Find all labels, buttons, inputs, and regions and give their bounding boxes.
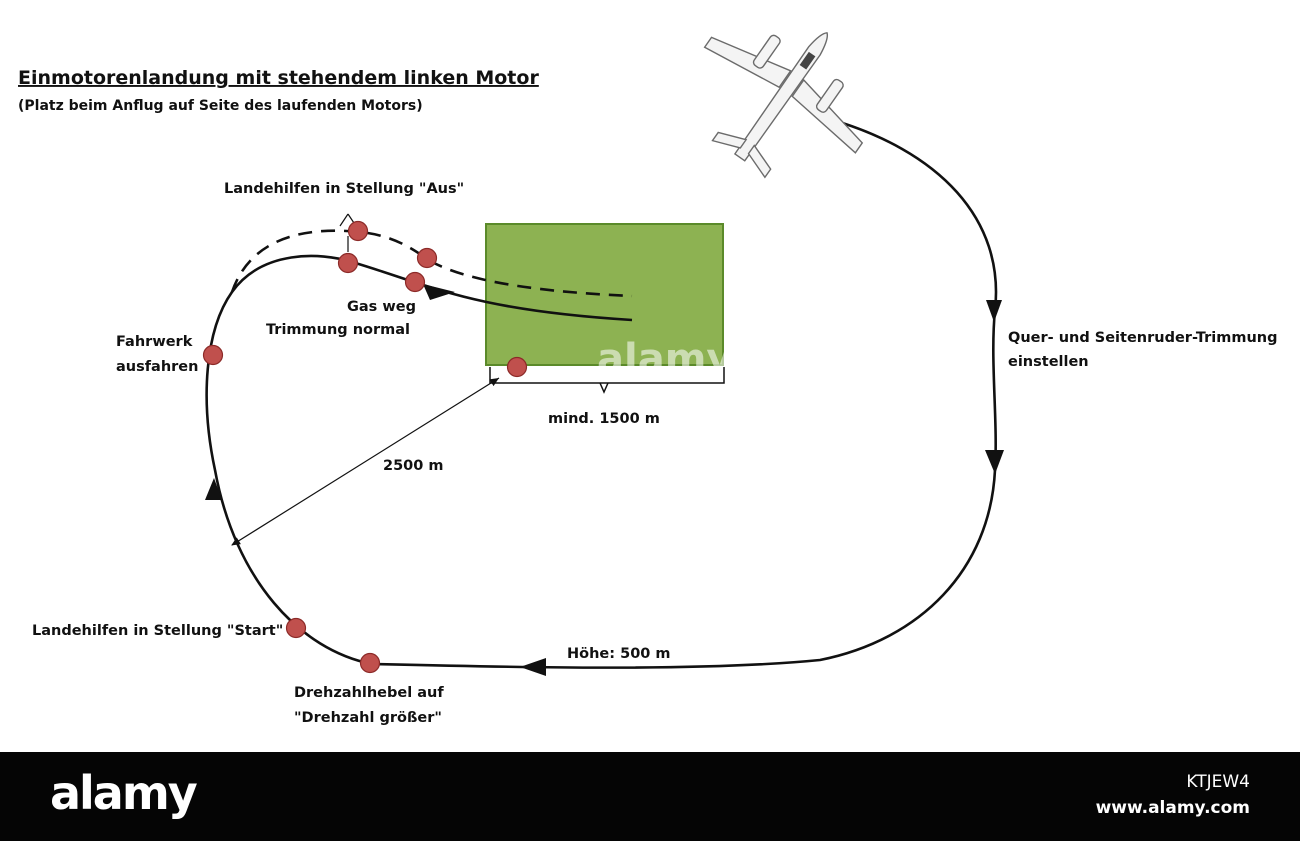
distance-arrow [231,377,500,546]
marker-drehzahl [359,652,381,674]
label-landehilfen-start: Landehilfen in Stellung "Start" [32,623,283,639]
runway-length-bracket [489,367,725,384]
airfield [485,223,724,366]
marker-gas-1 [337,252,359,274]
label-ausfahren: ausfahren [116,359,198,375]
marker-threshold [506,356,528,378]
label-trimmung-line1: Quer- und Seitenruder-Trimmung [1008,330,1278,346]
footer-url: www.alamy.com [1095,798,1250,818]
arrow-down-2 [985,450,1004,474]
watermark-text: alamy [597,336,732,382]
flight-path-dashed [230,229,633,298]
bracket-tick [599,382,609,394]
label-drehzahl-line2: "Drehzahl größer" [294,710,442,726]
footer-image-id: KTJEW4 [1186,772,1250,792]
label-hoehe: Höhe: 500 m [567,646,671,662]
label-landehilfen-aus: Landehilfen in Stellung "Aus" [224,181,464,197]
flight-path-main [205,116,998,669]
marker-aus-2 [416,247,438,269]
stock-footer: alamy KTJEW4 www.alamy.com [0,752,1300,841]
label-fahrwerk: Fahrwerk [116,334,193,350]
arrow-left [520,658,546,676]
label-drehzahl-line1: Drehzahlhebel auf [294,685,444,701]
aircraft-icon [703,32,864,179]
marker-aus-1 [347,220,369,242]
label-mind-1500: mind. 1500 m [548,411,660,427]
arrow-up [205,478,222,500]
label-2500m: 2500 m [383,458,444,474]
marker-start [285,617,307,639]
arrow-down-1 [986,300,1002,322]
diagram-title: Einmotorenlandung mit stehendem linken M… [18,67,539,89]
label-gas-weg: Gas weg [347,299,416,315]
marker-fahrwerk [202,344,224,366]
landing-diagram: Einmotorenlandung mit stehendem linken M… [18,32,1278,726]
marker-gas-2 [404,271,426,293]
diagram-subtitle: (Platz beim Anflug auf Seite des laufend… [18,98,423,114]
label-trimmung-line2: einstellen [1008,354,1089,370]
label-trimmung-normal: Trimmung normal [266,322,410,338]
footer-brand-logo: alamy [50,766,198,820]
arrow-approach [423,284,455,300]
